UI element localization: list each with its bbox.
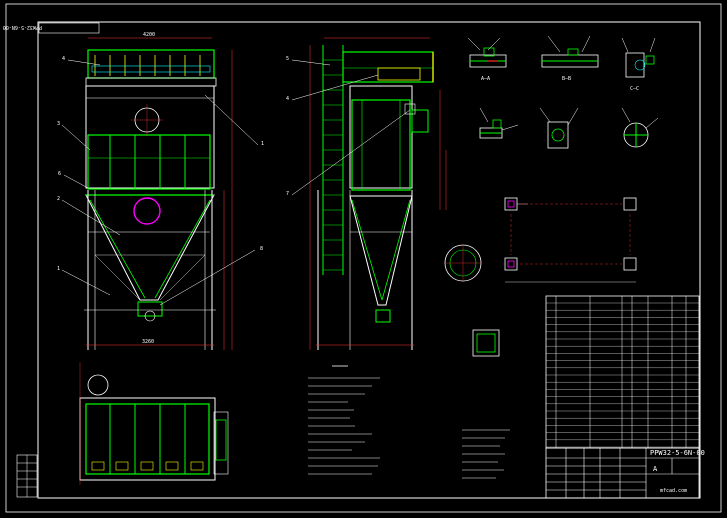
rotated-title-text: PPW32-5-6N-00 bbox=[3, 24, 42, 30]
svg-text:1: 1 bbox=[57, 266, 60, 272]
parts-list-rows bbox=[546, 302, 699, 448]
revision-margin-table bbox=[16, 454, 38, 498]
title-block bbox=[545, 447, 700, 499]
parts-list-table bbox=[545, 295, 700, 449]
watermark-text: mfcad.com bbox=[660, 488, 687, 494]
svg-text:3: 3 bbox=[57, 121, 60, 127]
small-notes-block bbox=[462, 429, 510, 479]
rotated-title-box bbox=[38, 22, 100, 34]
side-view: 5 4 7 bbox=[286, 37, 447, 350]
section-cc-label: C—C bbox=[630, 86, 639, 92]
technical-notes bbox=[308, 365, 380, 475]
section-aa-label: A—A bbox=[481, 76, 490, 82]
plan-view bbox=[79, 362, 229, 485]
svg-text:5: 5 bbox=[286, 56, 289, 62]
section-bb-label: B—B bbox=[562, 76, 571, 82]
svg-text:8: 8 bbox=[260, 246, 263, 252]
dim-bottom-width: 3260 bbox=[142, 339, 154, 345]
svg-text:7: 7 bbox=[286, 191, 289, 197]
outer-frame bbox=[5, 3, 722, 513]
svg-text:4: 4 bbox=[62, 56, 65, 62]
svg-text:1: 1 bbox=[261, 141, 264, 147]
svg-text:4: 4 bbox=[286, 96, 289, 102]
foundation-details bbox=[444, 197, 637, 357]
svg-text:2: 2 bbox=[57, 196, 60, 202]
front-view: 4200 bbox=[57, 32, 264, 350]
svg-text:6: 6 bbox=[58, 171, 61, 177]
drawing-number: PPW32-5-6N-00 bbox=[650, 449, 705, 457]
section-details: A—A B—B C—C bbox=[467, 35, 659, 149]
dim-top-width: 4200 bbox=[143, 32, 155, 38]
inner-frame bbox=[37, 21, 701, 499]
revision-letter: A bbox=[653, 465, 658, 473]
